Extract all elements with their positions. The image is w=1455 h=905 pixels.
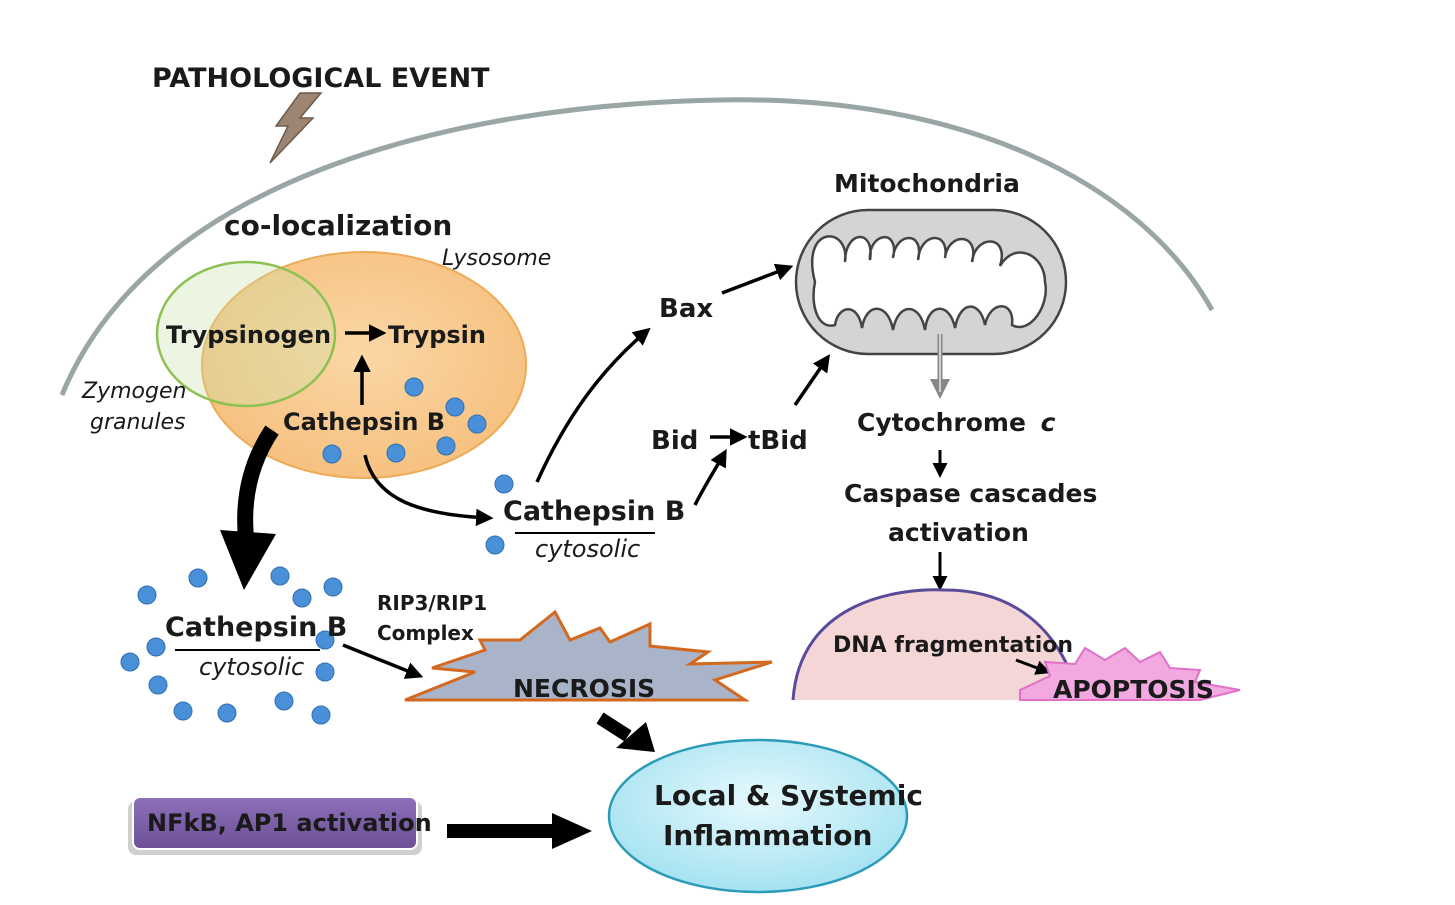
nucleus-envelope <box>791 588 1082 701</box>
nfkb-to-inflammation-arrowhead <box>552 813 592 849</box>
necrosis-to-inflammation-arrowhead <box>616 722 655 752</box>
trypsinogen-label: Trypsinogen <box>166 321 331 349</box>
lysosome-to-cytosol-arrow <box>363 454 494 527</box>
pathological-event-label: PATHOLOGICAL EVENT <box>152 63 490 94</box>
bax-label: Bax <box>659 294 713 324</box>
nucleus <box>793 589 1080 700</box>
dna-to-apoptosis-arrow <box>1015 658 1051 675</box>
cytochrome-c-label: Cytochrome c <box>857 408 1056 437</box>
zymogen-granule <box>155 260 337 408</box>
nfkb-box <box>132 796 418 850</box>
bid-label: Bid <box>651 426 698 456</box>
cytosolic-middle-dot <box>494 474 514 494</box>
bax-to-mitochondria-arrow <box>721 263 794 295</box>
inflammation-ellipse <box>607 738 909 894</box>
mitochondria-cristae <box>811 235 1048 331</box>
caspase-label-line1: Caspase cascades <box>844 479 1097 508</box>
cytosolic-left-dots <box>120 566 343 725</box>
rip-complex-label-line1: RIP3/RIP1 <box>377 591 487 615</box>
lysosome-leak-thick-arrowhead <box>220 530 276 590</box>
apoptosis-label: APOPTOSIS <box>1053 675 1214 704</box>
necrosis-burst <box>404 609 773 702</box>
nfkb-label: NFkB, AP1 activation <box>147 809 432 837</box>
cathepsin-to-bid-arrow <box>693 448 727 506</box>
cytosolic-middle-dot <box>485 535 505 555</box>
lysosome-cathepsin-dots <box>322 377 487 464</box>
rip-complex-label-line2: Complex <box>377 621 474 645</box>
caspase-label-line2: activation <box>888 518 1029 547</box>
cathepsin-b-cytosolic-left-label: Cathepsin B <box>165 612 347 643</box>
trypsin-label: Trypsin <box>388 321 486 349</box>
lysosome-leak-thick-arrow <box>237 425 279 539</box>
cytosolic-middle-label: cytosolic <box>535 535 640 563</box>
zymogen-label-line1: Zymogen <box>81 379 186 404</box>
zymogen-label-line2: granules <box>90 410 186 435</box>
tbid-label: tBid <box>748 426 808 456</box>
cathepsin-to-bax-arrow <box>535 327 651 483</box>
apoptosis-burst <box>1019 646 1241 701</box>
mitochondria-label: Mitochondria <box>834 169 1020 198</box>
tbid-to-mitochondria-arrow <box>793 354 830 406</box>
cathepsin-to-necrosis-arrow <box>342 643 424 679</box>
cathepsin-b-lysosomal-label: Cathepsin B <box>283 408 445 436</box>
necrosis-to-inflammation-arrow <box>596 712 632 742</box>
dna-fragmentation-label: DNA fragmentation <box>833 633 1073 658</box>
inflammation-label-line1: Local & Systemic <box>654 779 923 812</box>
cytosolic-left-label: cytosolic <box>199 653 304 681</box>
co-localization-label: co-localization <box>224 209 452 242</box>
necrosis-label: NECROSIS <box>513 674 655 703</box>
inflammation-label-line2: Inflammation <box>663 819 872 852</box>
lysosome-label: Lysosome <box>442 246 551 271</box>
cell-membrane <box>59 97 1215 396</box>
lightning-bolt-icon <box>269 92 323 164</box>
cathepsin-b-cytosolic-middle-label: Cathepsin B <box>503 496 685 527</box>
